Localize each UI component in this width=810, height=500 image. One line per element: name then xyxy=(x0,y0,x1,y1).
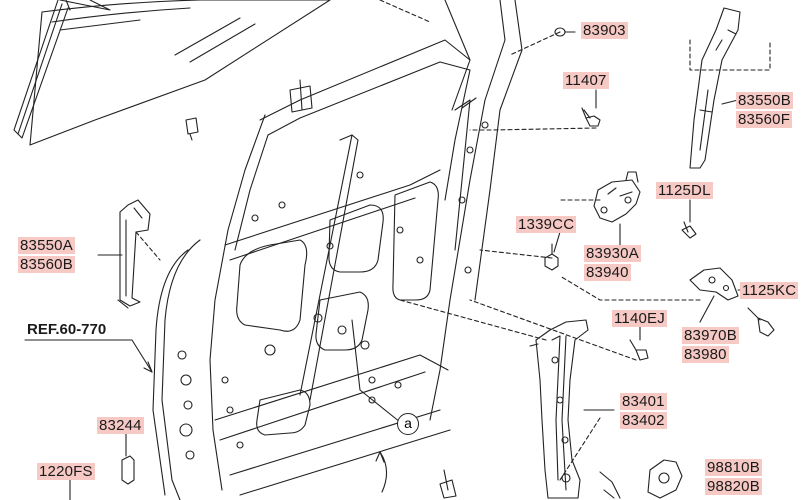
clip-83244 xyxy=(121,455,135,485)
bolt-1125KC xyxy=(747,307,775,337)
bolt-11407 xyxy=(581,107,601,127)
nut-1339CC xyxy=(544,243,559,271)
bolt-1140EJ xyxy=(629,339,649,361)
reference-label: REF.60-770 xyxy=(27,321,107,338)
part-label-83560F: 83560F xyxy=(736,111,793,128)
part-label-11407: 11407 xyxy=(563,72,609,89)
window-regulator xyxy=(529,319,621,499)
latch-assembly xyxy=(593,171,641,223)
part-label-83402: 83402 xyxy=(620,412,667,429)
part-label-83970B: 83970B xyxy=(682,327,739,344)
door-panel xyxy=(152,0,523,500)
dashed-reference-lines xyxy=(135,31,771,481)
part-label-98810B: 98810B xyxy=(705,459,762,476)
part-label-1339CC: 1339CC xyxy=(516,216,577,233)
part-label-83401: 83401 xyxy=(620,393,667,410)
part-label-83930A: 83930A xyxy=(584,245,641,262)
part-label-1125KC: 1125KC xyxy=(740,282,799,299)
part-label-83550B: 83550B xyxy=(736,92,793,109)
part-label-83940: 83940 xyxy=(584,264,631,281)
clip xyxy=(185,117,199,141)
glass-run-channel xyxy=(13,0,111,139)
part-label-83980: 83980 xyxy=(682,346,729,363)
callout-a: a xyxy=(397,413,419,435)
part-label-98820B: 98820B xyxy=(705,478,762,495)
front-channel xyxy=(117,199,151,309)
part-label-83560B: 83560B xyxy=(18,256,75,273)
part-label-83903: 83903 xyxy=(581,22,628,39)
hinge xyxy=(689,267,739,301)
regulator-motor xyxy=(647,459,683,499)
part-label-1125DL: 1125DL xyxy=(656,182,713,199)
bolt-1125DL xyxy=(681,221,697,239)
part-label-1220FS: 1220FS xyxy=(37,463,95,480)
part-label-83244: 83244 xyxy=(97,417,144,434)
window-glass xyxy=(29,0,431,146)
part-label-83550A: 83550A xyxy=(18,237,75,254)
rear-channel-upper xyxy=(689,7,741,169)
part-label-1140EJ: 1140EJ xyxy=(612,310,667,327)
